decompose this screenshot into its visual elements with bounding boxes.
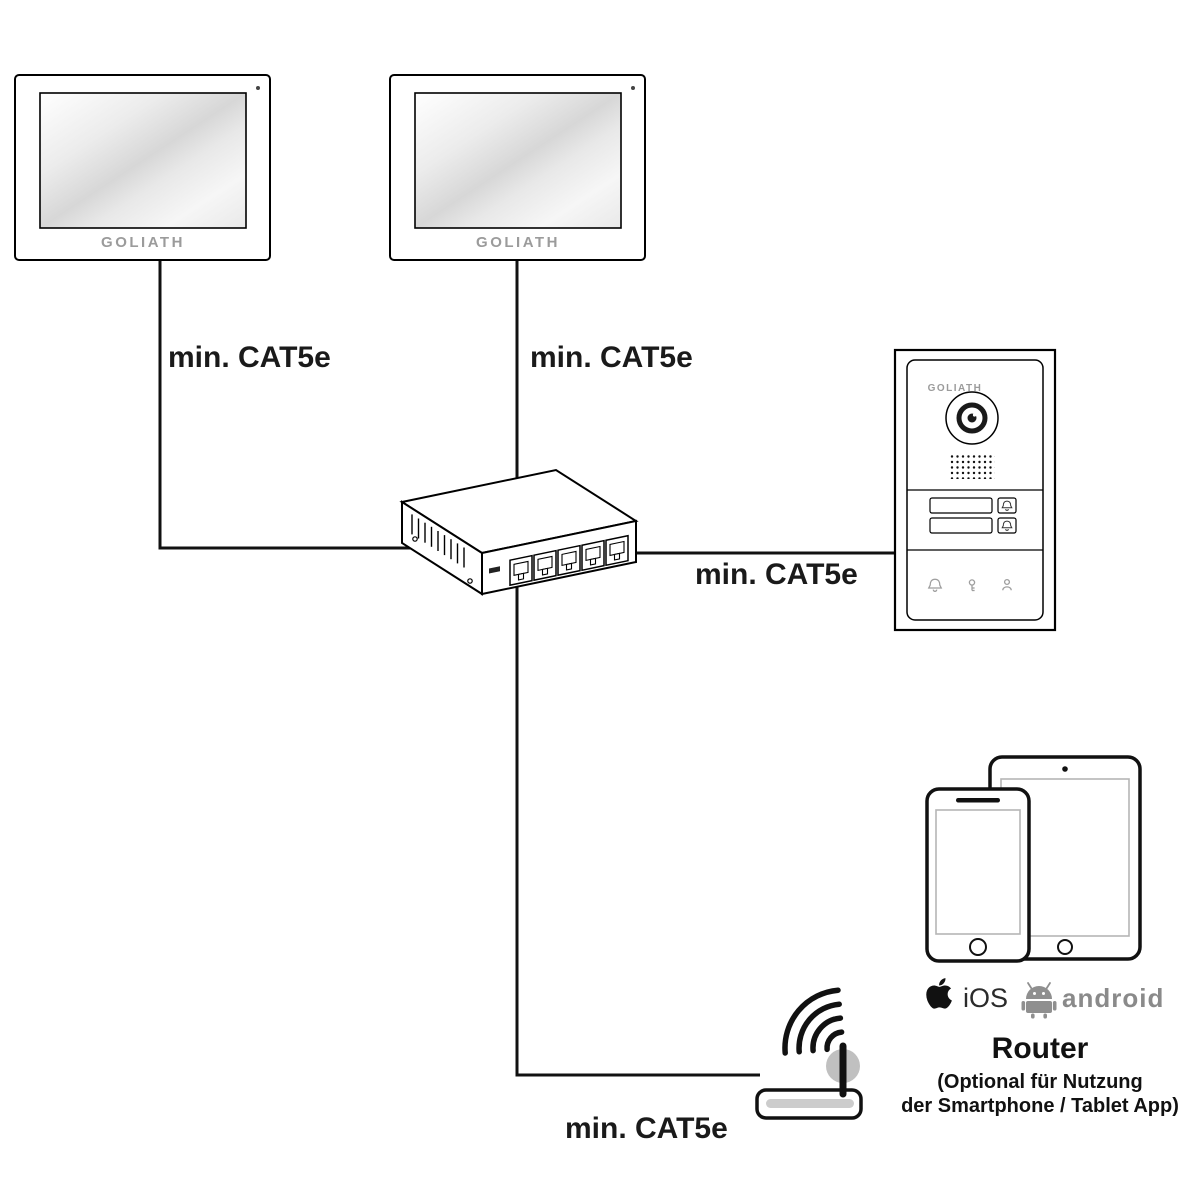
switch-screw [412, 536, 418, 542]
smartphone [925, 787, 1031, 963]
android-logo-icon [1021, 982, 1057, 1019]
cables [158, 259, 900, 1077]
ethernet-port [581, 539, 605, 572]
router-caption: Router (Optional für Nutzung der Smartph… [901, 1032, 1179, 1117]
indoor-monitor-2: GOLIATH [389, 74, 646, 261]
monitor-screen [414, 92, 622, 229]
cable-switch-to-router [515, 560, 760, 1077]
tablet-home-button [1057, 939, 1073, 955]
monitor-camera-dot [631, 86, 635, 90]
router-note-line2: der Smartphone / Tablet App) [901, 1095, 1179, 1117]
monitor-screen [39, 92, 247, 229]
ethernet-port [557, 544, 581, 577]
door-camera [945, 391, 999, 445]
router-title: Router [992, 1032, 1089, 1065]
monitor-camera-dot [256, 86, 260, 90]
network-switch [399, 468, 639, 596]
ethernet-port [533, 549, 557, 582]
ethernet-port [605, 534, 629, 567]
router-slot [766, 1099, 854, 1108]
talk-status-icon [1002, 578, 1012, 591]
indoor-monitor-1: GOLIATH [14, 74, 271, 261]
call-button-row-2[interactable] [929, 517, 1017, 534]
switch-ports [489, 534, 629, 587]
wifi-signal-icon [782, 987, 845, 1056]
bell-button[interactable] [997, 497, 1017, 514]
phone-home-button [969, 938, 987, 956]
tablet-camera-dot [1062, 766, 1068, 772]
cable-label-router: min. CAT5e [565, 1112, 728, 1145]
name-plate [929, 497, 993, 514]
call-button-row-1[interactable] [929, 497, 1017, 514]
router-note-line1: (Optional für Nutzung [937, 1071, 1143, 1093]
apple-logo-icon [926, 978, 952, 1009]
cable-label-doorstation: min. CAT5e [695, 558, 858, 591]
switch-vents [411, 514, 465, 568]
speaker-grille [948, 454, 995, 479]
name-plate [929, 517, 993, 534]
wifi-router [755, 987, 863, 1120]
unlock-status-icon [968, 579, 976, 592]
brand-logo: GOLIATH [928, 383, 983, 394]
bell-button[interactable] [997, 517, 1017, 534]
door-station: GOLIATH [893, 348, 1057, 632]
brand-logo: GOLIATH [476, 234, 560, 251]
platform-logos: iOS android [926, 978, 1164, 1019]
cable-label-monitor1: min. CAT5e [168, 341, 331, 374]
phone-speaker-slot [956, 798, 1000, 803]
status-icons [928, 578, 1012, 593]
switch-screw [467, 578, 473, 584]
ethernet-port [509, 554, 533, 587]
cable-label-monitor2: min. CAT5e [530, 341, 693, 374]
android-label: android [1062, 983, 1164, 1013]
brand-logo: GOLIATH [101, 234, 185, 251]
ios-label: iOS [963, 983, 1008, 1013]
phone-screen [935, 809, 1021, 935]
usb-port [489, 566, 500, 574]
cable-monitor1-to-switch [158, 259, 440, 550]
